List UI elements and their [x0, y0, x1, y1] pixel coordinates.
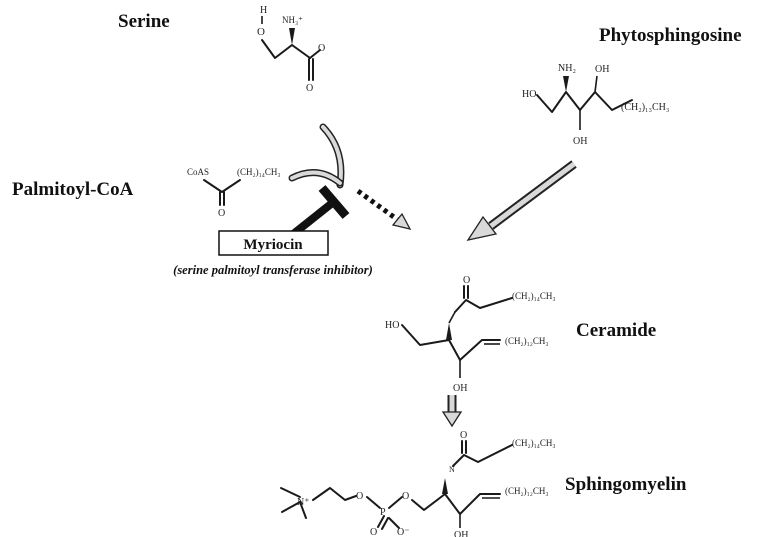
dotted-arrow — [356, 188, 412, 230]
coa-tail: (CH₂)₁₄CH₃ — [237, 167, 281, 177]
label-palmitoyl-coa: Palmitoyl-CoA — [12, 179, 134, 200]
sm-acyl-o: O — [460, 430, 467, 441]
coa-backbone — [203, 179, 241, 193]
phytosphingosine-structure: HO NH₂ OH OH (CH₂)₁₃CH₃ — [522, 63, 669, 147]
cer-arrow-head — [441, 411, 463, 428]
phyto-nh2: NH₂ — [558, 63, 576, 74]
cer-backbone — [401, 324, 501, 361]
sm-acyl-chain — [452, 444, 513, 467]
ceramide-to-sphingomyelin-arrow — [441, 395, 463, 428]
serine-co-bond — [309, 49, 321, 59]
sm-op-bond-1 — [366, 496, 381, 509]
serine-wedge-bond — [289, 28, 295, 45]
cer-oh: OH — [453, 383, 467, 394]
serine-o-bottom: O — [306, 83, 313, 94]
serine-h: H — [260, 5, 267, 16]
inhibition-symbol — [289, 185, 350, 239]
sm-methyl-1 — [280, 487, 301, 498]
phyto-to-ceramide-arrow — [466, 160, 577, 241]
condensation-arrows — [288, 123, 345, 189]
inhibition-stem — [289, 196, 339, 239]
cer-ho: HO — [385, 320, 399, 331]
coa-o: O — [218, 208, 225, 219]
phyto-arrow-shaft — [489, 161, 576, 229]
cer-wedge-bond — [446, 323, 452, 340]
coa-scoa: CoAS — [187, 167, 209, 177]
cer-acyl-tail: (CH₂)₁₄CH₃ — [512, 291, 556, 301]
phyto-oh-top: OH — [595, 64, 609, 75]
phyto-tail: (CH₂)₁₃CH₃ — [621, 102, 669, 113]
cer-tail: (CH₂)₁₂CH₃ — [505, 336, 549, 346]
coa-curved-arrow-fill — [290, 170, 342, 185]
label-phytosphingosine: Phytosphingosine — [599, 25, 742, 46]
sm-p: P — [380, 507, 386, 518]
phyto-backbone — [536, 91, 633, 113]
serine-o-right: O — [318, 43, 325, 54]
sm-po-bond — [377, 515, 385, 528]
sm-methyl-2 — [281, 501, 301, 513]
sm-o1: O — [356, 491, 363, 502]
phyto-wedge-bond — [563, 76, 569, 92]
label-sphingomyelin: Sphingomyelin — [565, 474, 687, 495]
sphingomyelin-structure: O (CH₂)₁₄CH₃ N N⁺ O P O O O⁻ (CH₂)₁₂CH₃ … — [280, 430, 556, 537]
sm-acyl-tail: (CH₂)₁₄CH₃ — [512, 438, 556, 448]
ceramide-structure: O (CH₂)₁₄CH₃ HO (CH₂)₁₂CH₃ OH — [385, 275, 556, 394]
sm-oh: OH — [454, 530, 468, 537]
phyto-oh-bottom: OH — [573, 136, 587, 147]
sm-backbone — [411, 493, 501, 515]
sm-choline-chain — [312, 487, 357, 501]
sm-op-bond-2 — [388, 496, 403, 509]
inhibition-bar — [318, 185, 350, 219]
phyto-oh-top-bond — [594, 75, 598, 93]
sm-o-bottom: O — [370, 527, 377, 537]
label-ceramide: Ceramide — [576, 320, 656, 341]
palmitoyl-coa-structure: CoAS (CH₂)₁₄CH₃ O — [187, 167, 281, 219]
sm-wedge-bond — [442, 478, 448, 494]
serine-o: O — [257, 26, 265, 38]
myriocin-frame — [218, 230, 329, 256]
serine-backbone — [261, 39, 311, 59]
dotted-arrow-head — [391, 212, 412, 230]
sm-tail: (CH₂)₁₂CH₃ — [505, 486, 549, 496]
cer-nh-bond — [448, 311, 456, 324]
sm-methyl-3 — [299, 501, 307, 519]
myriocin-description: (serine palmitoyl transferase inhibitor) — [173, 263, 373, 277]
serine-structure: H O NH₃⁺ O O — [257, 5, 325, 94]
label-serine: Serine — [118, 11, 170, 32]
cer-o: O — [463, 275, 470, 286]
phyto-arrow-head — [466, 215, 498, 241]
dotted-arrow-line — [356, 188, 400, 223]
sm-n: N⁺ — [297, 497, 310, 508]
cer-acyl-chain — [454, 297, 513, 313]
serine-curved-arrow-fill — [321, 125, 343, 187]
sm-ominus-bond — [388, 517, 400, 529]
myriocin-box: Myriocin — [218, 230, 329, 256]
serine-nh3: NH₃⁺ — [282, 15, 303, 25]
sm-o-minus: O⁻ — [397, 527, 410, 537]
phyto-ho: HO — [522, 89, 536, 100]
myriocin-label: Myriocin — [243, 237, 303, 253]
sm-o2: O — [402, 491, 409, 502]
sm-po-bond-2 — [381, 517, 389, 530]
sm-nh: N — [449, 465, 455, 474]
